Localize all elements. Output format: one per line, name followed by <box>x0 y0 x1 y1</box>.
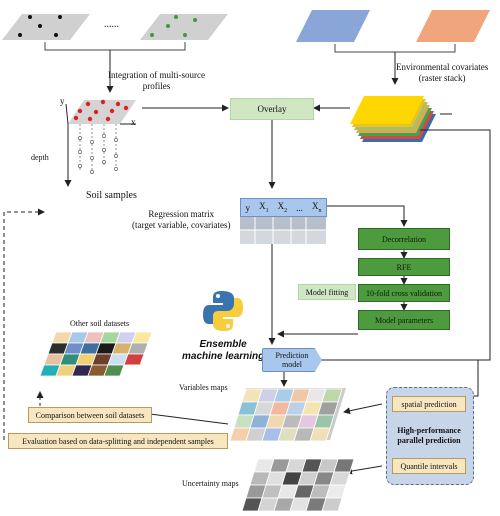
uncertainty-map-cells-cell <box>325 484 347 499</box>
ensemble-title: Ensemble machine learning <box>182 339 265 362</box>
variables-map-cells-cell <box>317 401 339 416</box>
regression-matrix-header: y X1 X2 ... Xn <box>240 198 327 217</box>
other-datasets-grid-cell <box>123 353 145 366</box>
other-datasets-label: Other soil datasets <box>70 319 130 328</box>
axis-x-label: x <box>131 117 136 127</box>
model-fitting-box: Model fitting <box>298 284 356 300</box>
uncertainty-map-cells-cell <box>321 497 343 512</box>
matrix-col-x2: X2 <box>277 201 288 214</box>
other-datasets-grid-cell <box>119 364 141 377</box>
raster-stack <box>350 96 436 142</box>
ellipsis-sources: ...... <box>104 19 119 30</box>
matrix-col-xn: Xn <box>311 201 322 214</box>
other-datasets-grid-cell <box>127 342 149 355</box>
matrix-col-y: y <box>245 202 251 213</box>
cv-box: 10-fold cross validation <box>358 284 450 302</box>
regression-matrix-label: Regression matrix (target variable, cova… <box>132 209 231 230</box>
variables-maps-label: Variables maps <box>179 383 228 392</box>
hpc-title: High-performance parallel prediction <box>397 426 461 445</box>
evaluation-box: Evaluation based on data-splitting and i… <box>8 433 228 449</box>
axis-y-label: y <box>60 96 65 106</box>
quantile-intervals-box: Quantile intervals <box>392 458 466 474</box>
other-datasets-grid <box>39 331 153 377</box>
depth-label: depth <box>31 153 49 162</box>
overlay-box: Overlay <box>230 98 314 120</box>
variables-map-cells <box>229 388 343 442</box>
soil-profile-source-1 <box>2 14 90 40</box>
covariate-tile-blue <box>296 10 370 42</box>
variables-map-cells-cell <box>309 427 331 442</box>
uncertainty-map-cells-cell <box>333 458 355 473</box>
env-covariates-label: Environmental covariates (raster stack) <box>396 62 489 83</box>
soil-samples-label: Soil samples <box>86 190 137 201</box>
variables-map-cells-cell <box>321 388 343 403</box>
integration-label: Integration of multi-source profiles <box>108 70 205 91</box>
python-logo <box>201 289 245 333</box>
comparison-box: Comparison between soil datasets <box>28 407 152 423</box>
uncertainty-map-cells-cell <box>329 471 351 486</box>
uncertainty-maps-label: Uncertainty maps <box>182 479 239 488</box>
soil-profile-source-2 <box>140 14 228 40</box>
soil-samples-block <box>64 99 136 187</box>
spatial-prediction-box: spatial prediction <box>392 396 466 412</box>
rfe-box: RFE <box>358 258 450 276</box>
matrix-col-ellipsis: ... <box>296 202 303 213</box>
other-datasets-grid-cell <box>131 331 153 344</box>
covariate-tile-orange <box>416 10 490 42</box>
matrix-col-x1: X1 <box>259 201 269 214</box>
uncertainty-map-cells <box>241 458 355 512</box>
prediction-model-box: Prediction model <box>262 348 322 372</box>
regression-matrix-grid <box>240 216 326 244</box>
model-parameters-box: Model parameters <box>358 310 450 330</box>
decorrelation-box: Decorrelation <box>358 228 450 250</box>
variables-map-cells-cell <box>313 414 335 429</box>
